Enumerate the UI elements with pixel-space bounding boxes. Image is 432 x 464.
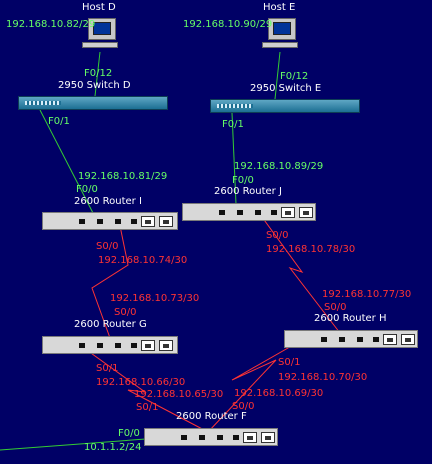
router-h-s1-interface: S0/1 <box>278 357 301 368</box>
router-j-serial-interface: S0/0 <box>266 230 289 241</box>
host-e-ip: 192.168.10.90/29 <box>183 19 273 30</box>
router-g-s0-interface: S0/0 <box>114 307 137 318</box>
router-h-s0-ip: 192.168.10.77/30 <box>322 289 412 300</box>
link-router-g-router-f[interactable] <box>69 337 209 433</box>
router-i-lan-ip: 192.168.10.81/29 <box>78 171 168 182</box>
switch-e-label: 2950 Switch E <box>250 83 322 94</box>
switch-e-icon[interactable] <box>210 99 360 113</box>
host-e-computer-icon[interactable] <box>260 18 300 48</box>
router-g-s0-ip: 192.168.10.73/30 <box>110 293 200 304</box>
link-router-i-router-g[interactable] <box>91 215 129 339</box>
router-f-lan-interface: F0/0 <box>118 428 140 439</box>
host-e-label: Host E <box>263 2 296 13</box>
router-i-serial-ip: 192.168.10.74/30 <box>98 255 188 266</box>
router-f-ip-to-h: 192.168.10.69/30 <box>234 388 324 399</box>
switch-d-label: 2950 Switch D <box>58 80 131 91</box>
router-g-label: 2600 Router G <box>74 319 147 330</box>
host-d-ip: 192.168.10.82/29 <box>6 19 96 30</box>
router-h-icon[interactable] <box>284 330 418 348</box>
router-j-lan-interface: F0/0 <box>232 175 254 186</box>
router-i-lan-interface: F0/0 <box>76 184 98 195</box>
router-g-s1-ip: 192.168.10.66/30 <box>96 377 186 388</box>
router-h-s1-ip: 192.168.10.70/30 <box>278 372 368 383</box>
router-h-s0-interface: S0/0 <box>324 302 347 313</box>
router-h-label: 2600 Router H <box>314 313 387 324</box>
link-host-e-switch-e[interactable] <box>274 51 281 100</box>
router-f-lan-ip: 10.1.1.2/24 <box>84 442 142 453</box>
host-d-label: Host D <box>82 2 116 13</box>
router-f-interface-to-g: S0/1 <box>136 402 159 413</box>
switch-e-uplink-port: F0/12 <box>280 71 309 82</box>
link-host-d-switch-d[interactable] <box>94 51 101 97</box>
router-f-ip-to-g: 192.168.10.65/30 <box>134 389 224 400</box>
host-d-computer-icon[interactable] <box>80 18 120 48</box>
router-i-icon[interactable] <box>42 212 178 230</box>
link-switch-d-router-i[interactable] <box>39 109 94 214</box>
switch-d-uplink-port: F0/12 <box>84 68 113 79</box>
link-switch-e-router-j[interactable] <box>231 112 237 205</box>
link-router-h-router-f[interactable] <box>207 339 303 433</box>
router-j-label: 2600 Router J <box>214 186 282 197</box>
router-j-icon[interactable] <box>182 203 316 221</box>
router-f-interface-to-h: S0/0 <box>232 401 255 412</box>
router-f-label: 2600 Router F <box>176 411 247 422</box>
link-router-f-lan[interactable] <box>0 436 173 451</box>
router-j-lan-ip: 192.168.10.89/29 <box>234 161 324 172</box>
router-i-label: 2600 Router I <box>74 196 142 207</box>
link-router-j-router-h[interactable] <box>253 205 341 334</box>
router-g-s1-interface: S0/1 <box>96 363 119 374</box>
router-g-icon[interactable] <box>42 336 178 354</box>
switch-d-downlink-port: F0/1 <box>48 116 70 127</box>
router-i-serial-interface: S0/0 <box>96 241 119 252</box>
switch-d-icon[interactable] <box>18 96 168 110</box>
router-f-icon[interactable] <box>144 428 278 446</box>
switch-e-downlink-port: F0/1 <box>222 119 244 130</box>
router-j-serial-ip: 192.168.10.78/30 <box>266 244 356 255</box>
